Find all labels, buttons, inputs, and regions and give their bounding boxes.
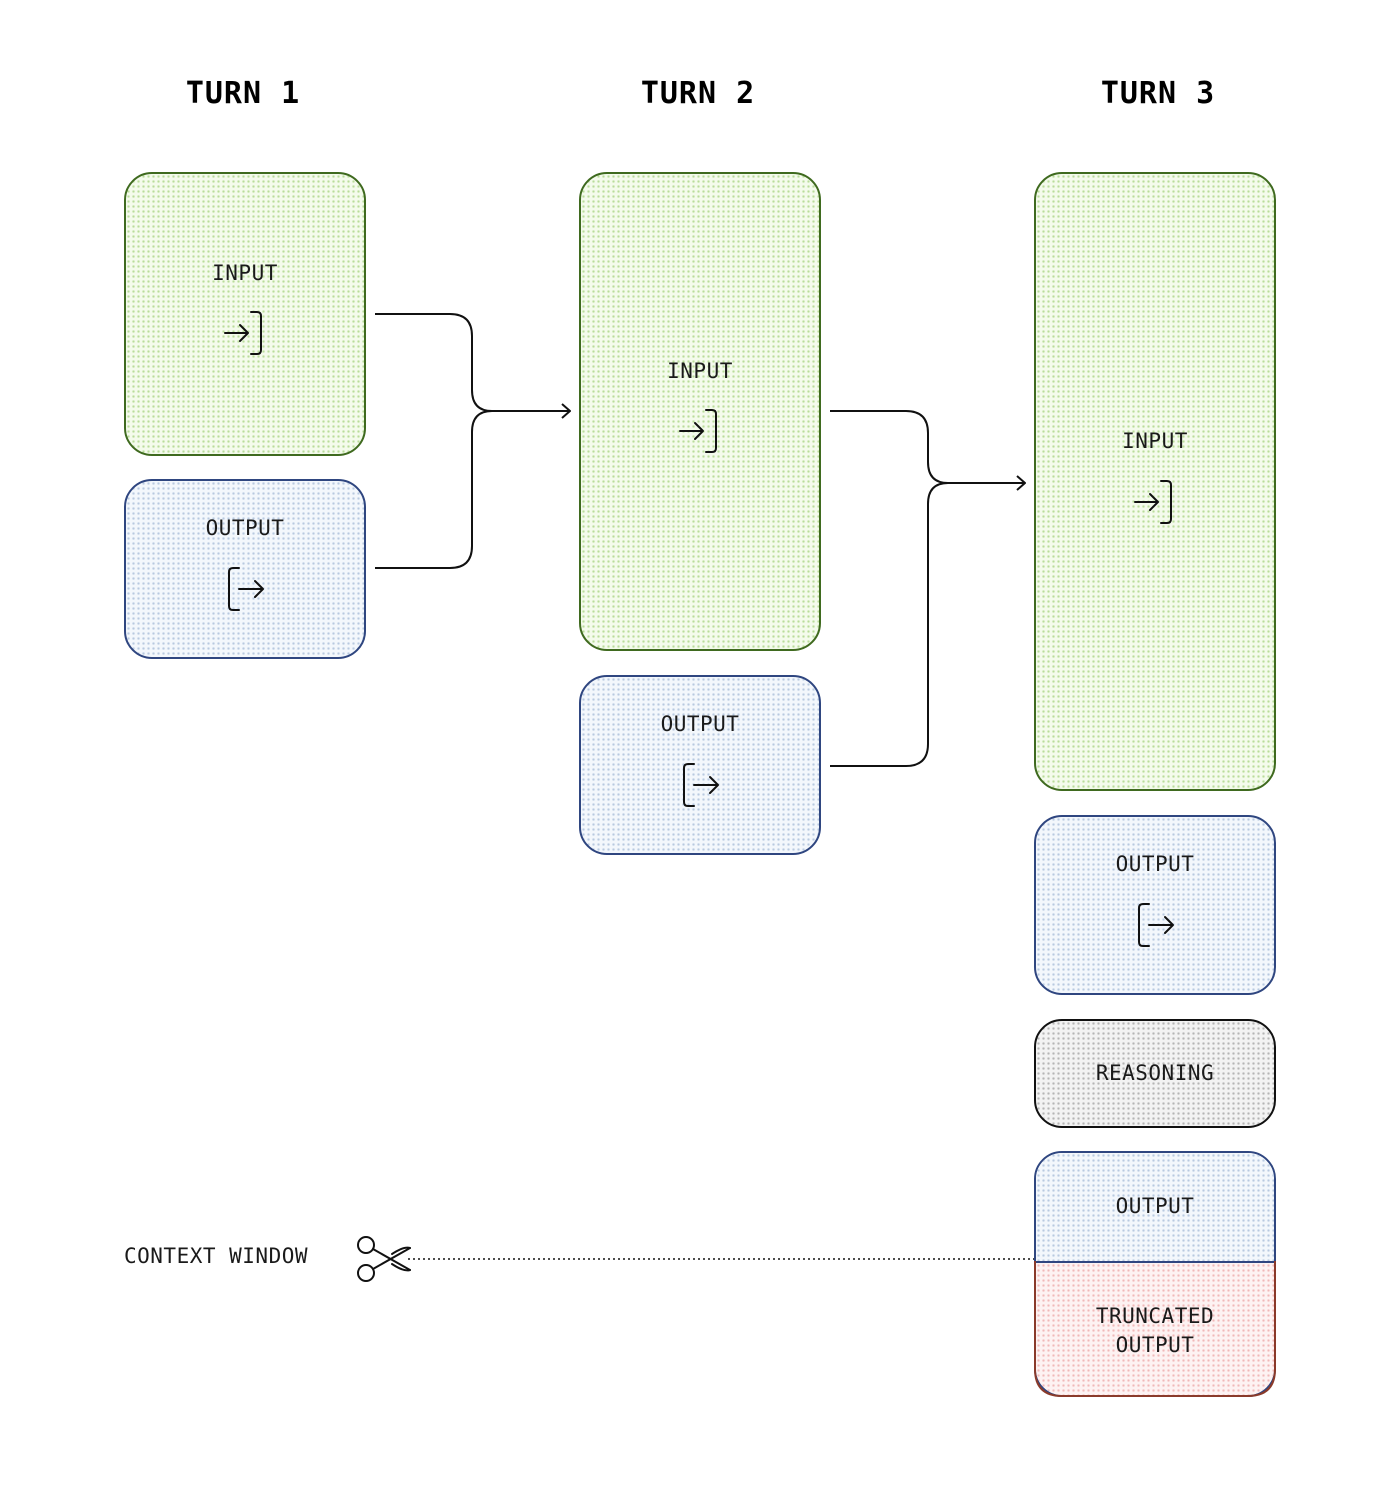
output-label: OUTPUT xyxy=(205,516,285,540)
turn-3-final-output-box: OUTPUT TRUNCATED OUTPUT xyxy=(1034,1151,1276,1397)
turn-1-output-connector xyxy=(375,410,493,569)
turn-1-input-connector xyxy=(375,313,493,412)
input-arrow-icon xyxy=(1134,480,1172,524)
input-label: INPUT xyxy=(667,359,733,383)
output-label: OUTPUT xyxy=(1115,852,1195,876)
output-arrow-icon xyxy=(683,763,719,807)
truncated-label-line-1: TRUNCATED xyxy=(1095,1304,1215,1328)
turn-3-reasoning-box: REASONING xyxy=(1034,1019,1276,1128)
input-arrow-icon xyxy=(679,409,717,453)
turn-3-arrow xyxy=(948,475,1026,491)
turn-2-output-box: OUTPUT xyxy=(579,675,821,855)
turn-1-output-box: OUTPUT xyxy=(124,479,366,659)
input-label: INPUT xyxy=(1122,429,1188,453)
reasoning-label: REASONING xyxy=(1095,1061,1215,1085)
output-arrow-icon xyxy=(1138,903,1174,947)
truncated-label-line-2: OUTPUT xyxy=(1115,1333,1195,1357)
final-output-label: OUTPUT xyxy=(1115,1194,1195,1218)
turn-1-input-box: INPUT xyxy=(124,172,366,456)
turn-3-title: TURN 3 xyxy=(1100,76,1216,111)
turn-1-title: TURN 1 xyxy=(185,76,301,111)
turn-2-input-box: INPUT xyxy=(579,172,821,651)
turn-3-output-box: OUTPUT xyxy=(1034,815,1276,995)
output-arrow-icon xyxy=(228,567,264,611)
input-label: INPUT xyxy=(212,261,278,285)
context-window-label: CONTEXT WINDOW xyxy=(124,1244,309,1268)
truncated-output-section: TRUNCATED OUTPUT xyxy=(1036,1263,1274,1395)
output-label: OUTPUT xyxy=(660,712,740,736)
final-output-section: OUTPUT xyxy=(1036,1153,1274,1263)
turn-2-output-connector xyxy=(830,482,949,767)
input-arrow-icon xyxy=(224,311,262,355)
scissors-icon xyxy=(357,1236,411,1282)
turn-2-arrow xyxy=(492,403,571,419)
turn-2-input-connector xyxy=(830,410,949,484)
turn-2-title: TURN 2 xyxy=(640,76,756,111)
turn-3-input-box: INPUT xyxy=(1034,172,1276,791)
